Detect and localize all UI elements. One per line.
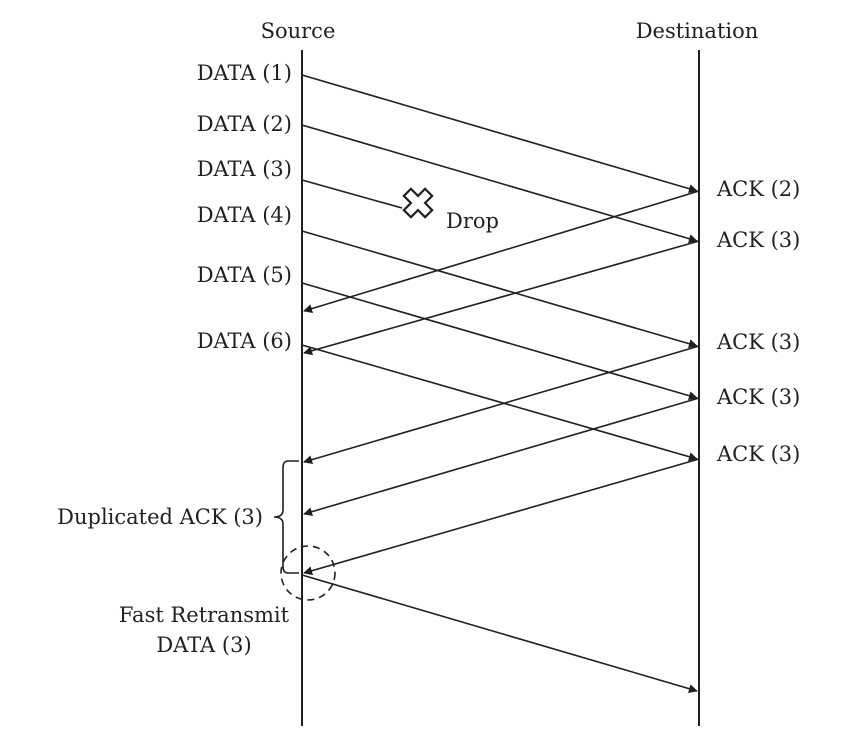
fast-retransmit-arrow	[301, 574, 698, 694]
ack-3c-arrow	[303, 397, 700, 517]
data-3-dropped-line	[301, 179, 403, 209]
data-2-arrow	[301, 124, 698, 244]
ack-3d-arrow	[303, 458, 700, 576]
duplicated-ack-brace	[273, 460, 299, 574]
fast-retransmit-highlight-circle	[280, 545, 336, 601]
ack-2-arrow	[303, 190, 700, 313]
ack-3b-arrow	[303, 345, 700, 465]
ack-label-3a: ACK (3)	[716, 228, 800, 252]
ack-label-2: ACK (2)	[716, 177, 800, 201]
drop-x-icon	[402, 187, 434, 219]
ack-3a-arrow	[303, 240, 700, 356]
data-label-5: DATA (5)	[197, 263, 292, 287]
ack-label-3c: ACK (3)	[716, 385, 800, 409]
fast-retransmit-label-line2: DATA (3)	[156, 633, 251, 657]
data-6-arrow	[301, 344, 698, 462]
ack-label-3d: ACK (3)	[716, 442, 800, 466]
data-label-3: DATA (3)	[197, 157, 292, 181]
duplicated-ack-label: Duplicated ACK (3)	[57, 505, 263, 529]
data-label-4: DATA (4)	[197, 203, 292, 227]
fast-retransmit-label-line1: Fast Retransmit	[119, 603, 290, 627]
data-label-6: DATA (6)	[197, 329, 292, 353]
data-label-1: DATA (1)	[197, 61, 292, 85]
data-4-arrow	[301, 230, 698, 349]
data-1-arrow	[301, 74, 698, 194]
ack-label-3b: ACK (3)	[716, 330, 800, 354]
data-5-arrow	[301, 282, 698, 401]
destination-header: Destination	[636, 19, 759, 43]
drop-label: Drop	[446, 209, 499, 233]
source-header: Source	[261, 19, 336, 43]
data-label-2: DATA (2)	[197, 112, 292, 136]
